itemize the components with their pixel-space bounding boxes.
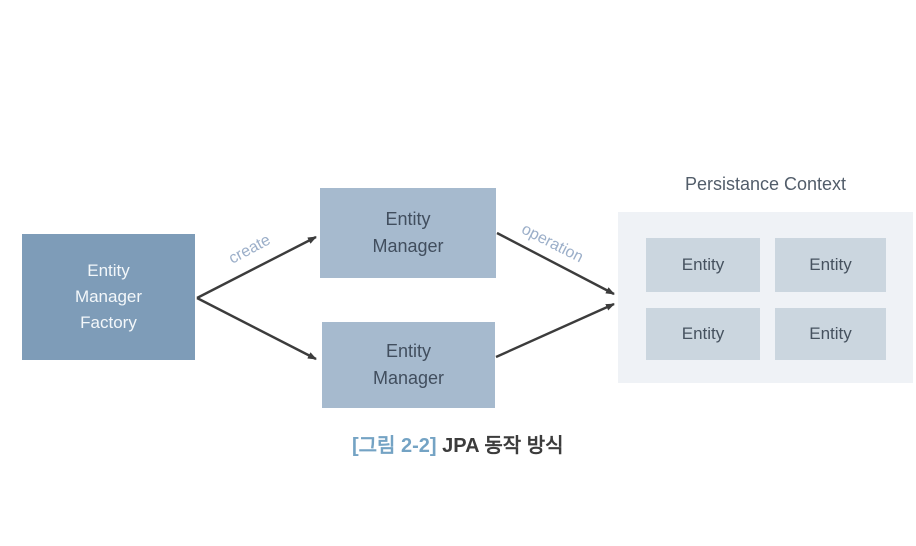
entity-manager-bottom-line2: Manager bbox=[372, 368, 445, 388]
entity-box-2: Entity bbox=[775, 238, 886, 292]
figure-caption-tag: [그림 2-2] bbox=[352, 435, 437, 457]
figure-caption-text: JPA 동작 방식 bbox=[436, 435, 564, 457]
operation-arrow-bottom bbox=[495, 302, 615, 359]
entity-manager-top-line2: Manager bbox=[372, 236, 444, 256]
entity-manager-bottom-line1: Entity bbox=[385, 341, 432, 361]
factory-label-line2: Manager bbox=[74, 287, 143, 306]
entity-manager-factory-box: Entity Manager Factory bbox=[22, 234, 195, 360]
factory-label-line3: Factory bbox=[80, 313, 137, 332]
entity-manager-top-line1: Entity bbox=[385, 209, 431, 229]
operation-arrow-label: operation bbox=[518, 220, 586, 267]
entity-manager-bottom-box: Entity Manager bbox=[322, 322, 495, 408]
entity-manager-top-box: Entity Manager bbox=[320, 188, 496, 278]
entity-box-3: Entity bbox=[646, 308, 760, 360]
figure-caption: [그림 2-2] JPA 동작 방식 bbox=[352, 429, 564, 458]
persistence-context-container: Entity Entity Entity Entity bbox=[618, 212, 913, 383]
factory-label-line1: Entity bbox=[87, 261, 130, 280]
entity-box-4: Entity bbox=[775, 308, 886, 360]
persistence-context-title: Persistance Context bbox=[684, 174, 847, 194]
entity-box-1: Entity bbox=[646, 238, 760, 292]
create-arrow-label: create bbox=[226, 231, 274, 268]
create-arrow-bottom bbox=[196, 296, 317, 361]
